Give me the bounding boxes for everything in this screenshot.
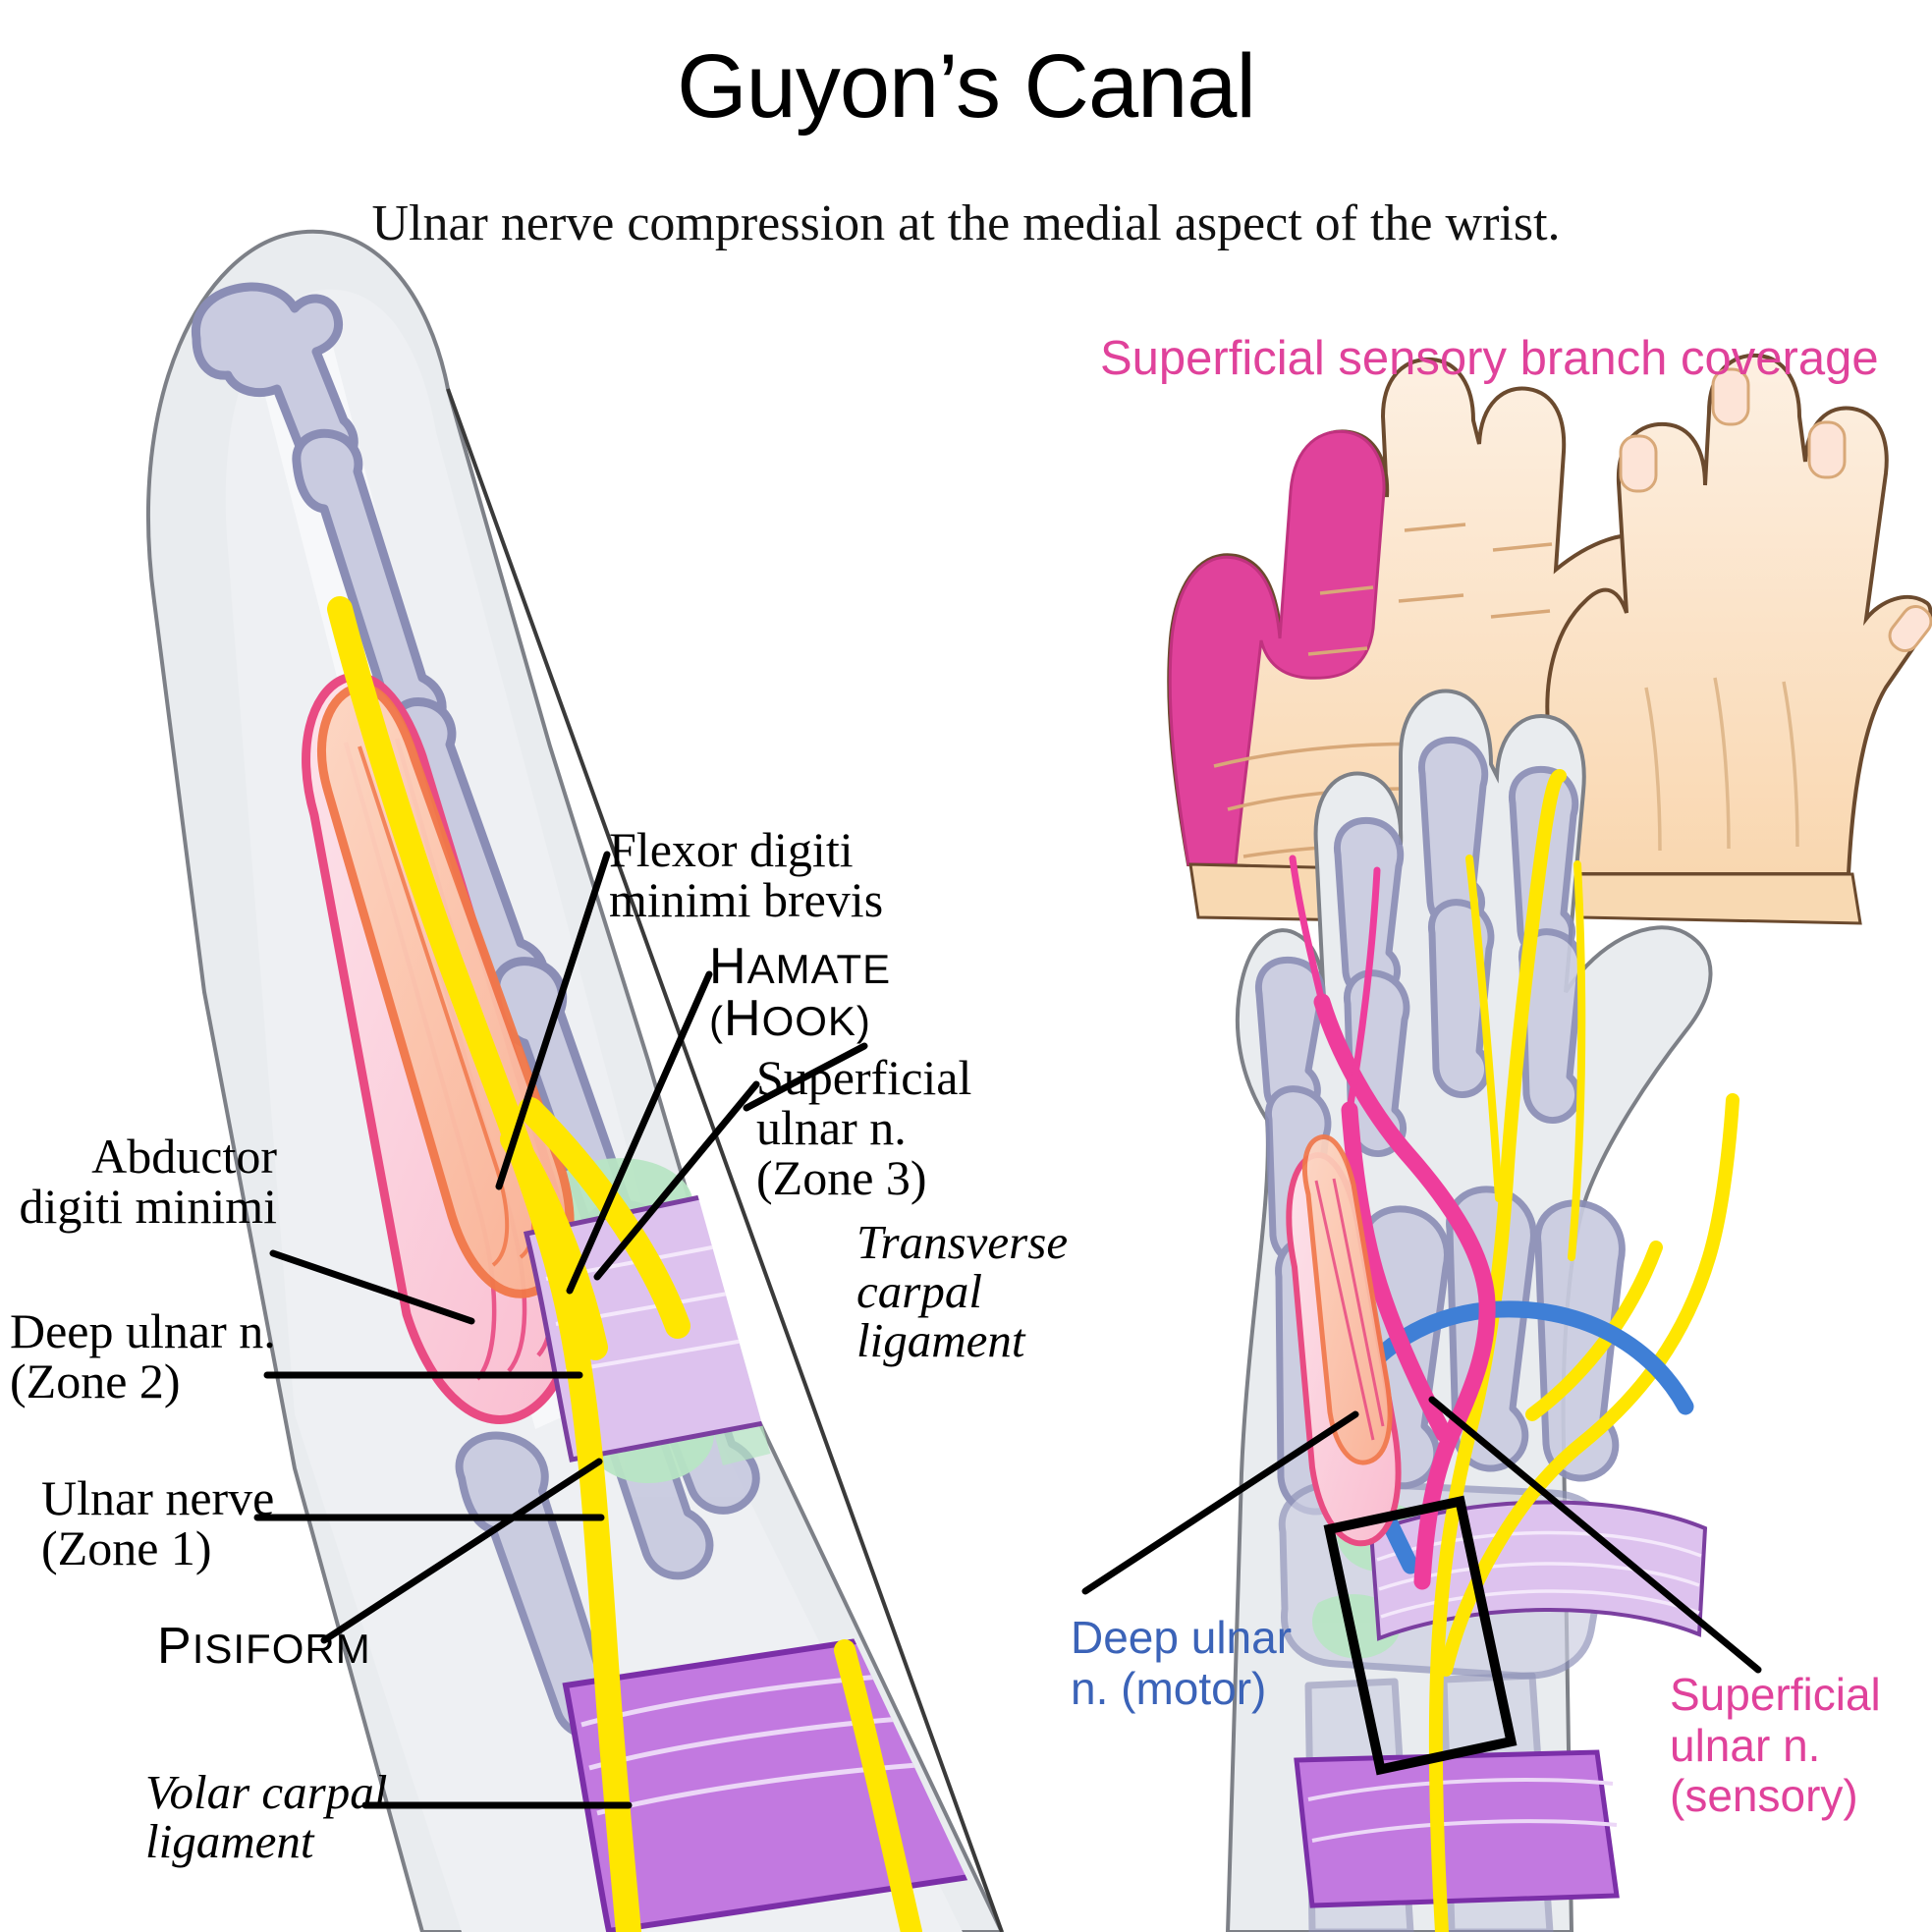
superficial-branch bbox=[518, 1097, 690, 1339]
guyons-canal-highlight-box bbox=[1323, 1495, 1518, 1776]
label-volar-carpal-ligament: Volar carpal ligament bbox=[145, 1765, 388, 1868]
label-hamate-hook: HHamateAMATE (HOOK) bbox=[709, 938, 892, 1048]
fingernails bbox=[1619, 367, 1932, 652]
label-flexor-digiti-minimi-brevis: Flexor digiti minimi brevis bbox=[609, 822, 884, 927]
leader-pisiform bbox=[320, 1458, 603, 1644]
leader-deep-ulnar-motor bbox=[1081, 1410, 1359, 1595]
label-superficial-ulnar-n-zone3: Superficial ulnar n. (Zone 3) bbox=[756, 1050, 972, 1205]
dorsal-tendon-lines bbox=[1644, 677, 1799, 852]
right-bottom-figure bbox=[1225, 689, 1739, 1932]
heading-superficial-sensory-branch-coverage: Superficial sensory branch coverage bbox=[1100, 332, 1879, 385]
cutaway-edge bbox=[446, 388, 1004, 1932]
right-volar-carpal-ligament bbox=[1294, 1749, 1620, 1908]
dorsal-wrist bbox=[1572, 872, 1862, 925]
deep-branch bbox=[500, 1127, 608, 1360]
leader-adm bbox=[269, 1249, 475, 1325]
sensory-territory-shading bbox=[1168, 429, 1386, 866]
ulnar-nerve-yellow bbox=[327, 596, 690, 1932]
right-adm-muscle bbox=[1286, 1134, 1402, 1547]
ulnar-nerve-trunk bbox=[327, 596, 641, 1932]
leader-hamate bbox=[566, 970, 713, 1295]
page-subtitle: Ulnar nerve compression at the medial as… bbox=[371, 195, 1561, 251]
left-leader-lines bbox=[253, 851, 868, 1809]
label-transverse-carpal-ligament: Transverse carpal ligament bbox=[856, 1215, 1069, 1367]
superficial-sensory-branch-magenta bbox=[1313, 993, 1496, 1590]
leader-superficial-ulnar-sensory bbox=[1428, 1396, 1762, 1674]
label-abductor-digiti-minimi: Abductor digiti minimi bbox=[19, 1129, 277, 1234]
dorsal-hand-view bbox=[1545, 353, 1932, 925]
label-pisiform: PISIFORM bbox=[157, 1618, 371, 1675]
dorsal-hand-outline bbox=[1545, 353, 1932, 876]
leader-fdmb bbox=[495, 851, 611, 1190]
right-digital-branches bbox=[1465, 855, 1586, 1261]
label-superficial-ulnar-n-sensory: Superficial ulnar n. (sensory) bbox=[1670, 1669, 1881, 1822]
label-ulnar-nerve-zone1: Ulnar nerve (Zone 1) bbox=[41, 1470, 275, 1575]
ulnar-nerve-secondary bbox=[834, 1639, 922, 1932]
page-title: Guyon’s Canal bbox=[677, 36, 1256, 137]
leader-sun3 bbox=[593, 1080, 760, 1281]
label-deep-ulnar-n-motor: Deep ulnar n. (motor) bbox=[1071, 1612, 1293, 1714]
label-deep-ulnar-n-zone2: Deep ulnar n. (Zone 2) bbox=[10, 1303, 276, 1408]
right-top-hands bbox=[1167, 353, 1932, 925]
sensory-digital-twigs bbox=[1289, 855, 1381, 1114]
right-leader-lines bbox=[1081, 1396, 1762, 1674]
leader-tcl bbox=[743, 1042, 868, 1112]
